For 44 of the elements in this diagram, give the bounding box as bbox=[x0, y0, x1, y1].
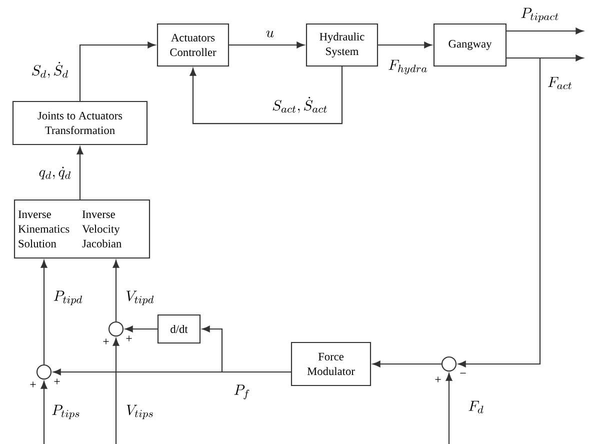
block: Gangway bbox=[433, 23, 507, 67]
summing-junction bbox=[441, 356, 457, 372]
edge-label: $F_{act}$ bbox=[548, 76, 572, 90]
edge-label: $P_{tipact}$ bbox=[521, 8, 558, 22]
sign-label: + bbox=[435, 376, 441, 382]
arrow bbox=[446, 373, 452, 444]
block: d/dt bbox=[157, 314, 201, 344]
block: Actuators Controller bbox=[156, 23, 230, 67]
arrow bbox=[458, 57, 541, 368]
edge-label: $P_f$ bbox=[234, 384, 250, 400]
arrow bbox=[112, 260, 120, 322]
arrow bbox=[202, 326, 291, 373]
arrow bbox=[112, 338, 120, 444]
arrow bbox=[506, 28, 584, 34]
edge-label: $V_{tips}$ bbox=[126, 404, 153, 420]
sign-label: + bbox=[30, 382, 36, 388]
summing-junction bbox=[36, 364, 52, 380]
block: Joints to Actuators Transformation bbox=[12, 100, 148, 146]
arrow bbox=[40, 260, 48, 364]
arrow bbox=[378, 42, 432, 48]
arrow bbox=[125, 326, 158, 332]
edge-label: $F_d$ bbox=[468, 400, 484, 414]
edge-label: $V_{tipd}$ bbox=[126, 290, 154, 306]
block: Force Modulator bbox=[290, 342, 372, 386]
sign-label: + bbox=[54, 378, 60, 384]
arrow bbox=[190, 66, 343, 124]
block: Hydraulic System bbox=[306, 23, 378, 67]
edge-label: $P_{tips}$ bbox=[52, 404, 80, 420]
sign-label: − bbox=[460, 372, 466, 374]
summing-junction bbox=[108, 321, 124, 337]
sign-label: + bbox=[103, 338, 109, 344]
arrow bbox=[40, 381, 48, 444]
arrow bbox=[79, 42, 156, 101]
edge-label: $S_{act}, \dot{S}_{act}$ bbox=[272, 96, 327, 114]
edge-label: $P_{tipd}$ bbox=[54, 290, 82, 306]
edge-label: $u$ bbox=[266, 30, 274, 38]
edge-label: $S_d, \dot{S}_d$ bbox=[32, 62, 68, 78]
edge-label: $q_d, \dot{q}_d$ bbox=[39, 166, 71, 180]
edge-label: $F_{hydra}$ bbox=[388, 60, 427, 74]
sign-label: + bbox=[126, 336, 132, 342]
block: Inverse Kinematics Solution Inverse Velocity Jacobian bbox=[14, 199, 150, 259]
arrow bbox=[372, 360, 442, 368]
arrow bbox=[229, 42, 304, 48]
arrow bbox=[76, 146, 84, 200]
